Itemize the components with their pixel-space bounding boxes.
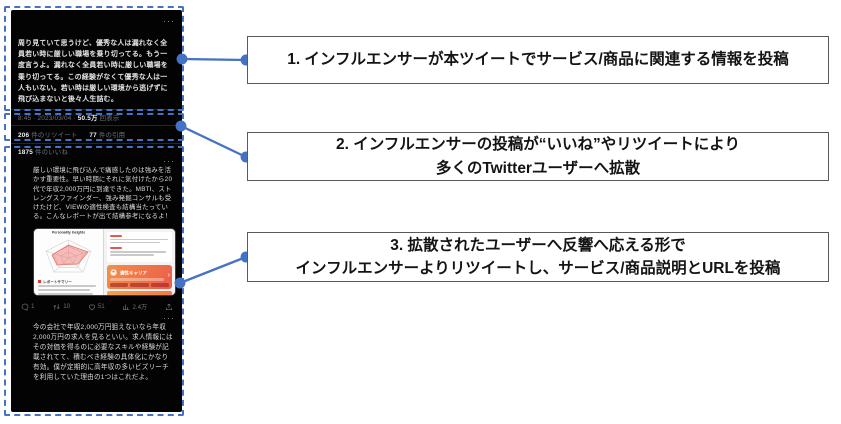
like-label: 件のいいね xyxy=(35,149,68,156)
strengths-card xyxy=(107,232,172,262)
retweet-count: 206 xyxy=(18,132,30,139)
career-card[interactable]: ★ 適性キャリア › xyxy=(107,265,172,289)
career-card-title: 適性キャリア xyxy=(119,270,147,276)
tweet1-like-stats[interactable]: 1875 件のいいね xyxy=(18,147,78,156)
step1-text: 1. インフルエンサーが本ツイートでサービス/商品に関連する情報を投稿 xyxy=(287,51,789,69)
share-button[interactable] xyxy=(165,303,173,311)
annotation-box-step1: 1. インフルエンサーが本ツイートでサービス/商品に関連する情報を投稿 xyxy=(247,36,829,84)
views-count: 2.4万 xyxy=(132,304,148,311)
reply-button[interactable]: 1 xyxy=(21,303,34,311)
tweet2-engagement-bar: 1 10 51 2.4万 xyxy=(21,302,173,311)
next-card-edge xyxy=(107,291,172,295)
text-skeleton xyxy=(110,238,168,241)
strengths-panel: ★ 適性キャリア › xyxy=(103,229,175,295)
reply-count: 1 xyxy=(31,303,35,310)
quote-label: 件の引用 xyxy=(98,132,126,139)
text-skeleton xyxy=(38,285,96,287)
like-count: 1875 xyxy=(18,149,34,156)
views-button[interactable]: 2.4万 xyxy=(122,302,147,311)
career-stat-chips xyxy=(110,282,169,287)
divider xyxy=(11,109,182,110)
reply-icon xyxy=(21,303,29,311)
tweet1-text: 周り見ていて思うけど、優秀な人は漏れなく全員若い時に厳しい職場を乗り切ってる。も… xyxy=(18,40,168,104)
step2-line2: 多くのTwitterユーザーへ拡散 xyxy=(435,159,641,177)
analytics-icon xyxy=(123,303,130,310)
retweet-icon xyxy=(53,303,60,310)
tweet1-views-value: 50.5万 xyxy=(77,115,98,122)
medal-icon: ★ xyxy=(110,268,117,276)
tweet1-meta: 8:45 · 2023/03/04 · 50.5万 回表示 xyxy=(18,113,176,122)
stat-chip xyxy=(150,282,169,287)
tweet1-views-label: 回表示 xyxy=(99,115,120,122)
retweet-label: 件のリツイート xyxy=(31,132,78,139)
tweet2-media-card[interactable]: Personality Insights xyxy=(33,228,176,296)
annotation-box-step3: 3. 拡散されたユーザーへ反響へ応える形で インフルエンサーよりリツイートし、サ… xyxy=(247,232,829,282)
divider xyxy=(11,143,182,144)
like-button[interactable]: 51 xyxy=(88,303,105,311)
tweet2-text: 厳しい環境に飛び込んで痛感したのは強みを活かす重要性。早い時期にそれに気付けたか… xyxy=(33,167,173,221)
twitter-screenshot: ··· 周り見ていて思うけど、優秀な人は漏れなく全員若い時に厳しい職場を乗り切っ… xyxy=(11,10,182,412)
more-options-icon[interactable]: ··· xyxy=(163,313,175,323)
text-skeleton xyxy=(38,293,93,295)
text-skeleton xyxy=(110,251,166,253)
heart-icon xyxy=(88,304,95,310)
chevron-right-icon: › xyxy=(167,272,170,279)
retweet-button[interactable]: 10 xyxy=(52,303,70,311)
step3-line2: インフルエンサーよりリツイートし、サービス/商品説明とURLを投稿 xyxy=(295,260,781,277)
summary-marker-icon xyxy=(38,280,41,283)
tweet1-time-date: 8:45 · 2023/03/04 · xyxy=(18,115,76,122)
retweet-count: 10 xyxy=(63,303,71,310)
quote-count: 77 xyxy=(89,132,97,139)
stat-chip xyxy=(130,282,149,287)
annotation-box-step2: 2. インフルエンサーの投稿が“いいね”やリツイートにより 多くのTwitter… xyxy=(247,132,829,181)
more-options-icon[interactable]: ··· xyxy=(163,16,175,26)
report-summary-label: レポートサマリー xyxy=(43,280,72,285)
text-skeleton xyxy=(110,241,160,244)
strength-heading-skeleton xyxy=(110,234,122,237)
strength-heading-skeleton xyxy=(110,246,122,250)
text-skeleton xyxy=(38,289,90,291)
report-chart-title: Personality Insights xyxy=(51,231,86,235)
stat-chip xyxy=(110,282,129,287)
step3-line1: 3. 拡散されたユーザーへ反響へ応える形で xyxy=(390,236,686,254)
tweet3-text: 今の会社で年収2,000万円狙えないなら年収2,000万円の求人を見るといい。求… xyxy=(33,324,173,381)
tweet1-retweet-stats[interactable]: 206 件のリツイート 77 件の引用 xyxy=(18,130,135,139)
more-options-icon[interactable]: ··· xyxy=(163,156,175,166)
divider xyxy=(11,125,182,126)
text-skeleton xyxy=(110,254,154,256)
report-summary-row: レポートサマリー xyxy=(38,277,91,286)
personality-report-panel: Personality Insights xyxy=(34,229,103,295)
step2-line1: 2. インフルエンサーの投稿が“いいね”やリツイートにより xyxy=(336,136,740,154)
career-tag-pill xyxy=(110,277,164,281)
radar-chart xyxy=(45,239,92,273)
like-count: 51 xyxy=(97,303,105,310)
share-icon xyxy=(165,303,172,310)
